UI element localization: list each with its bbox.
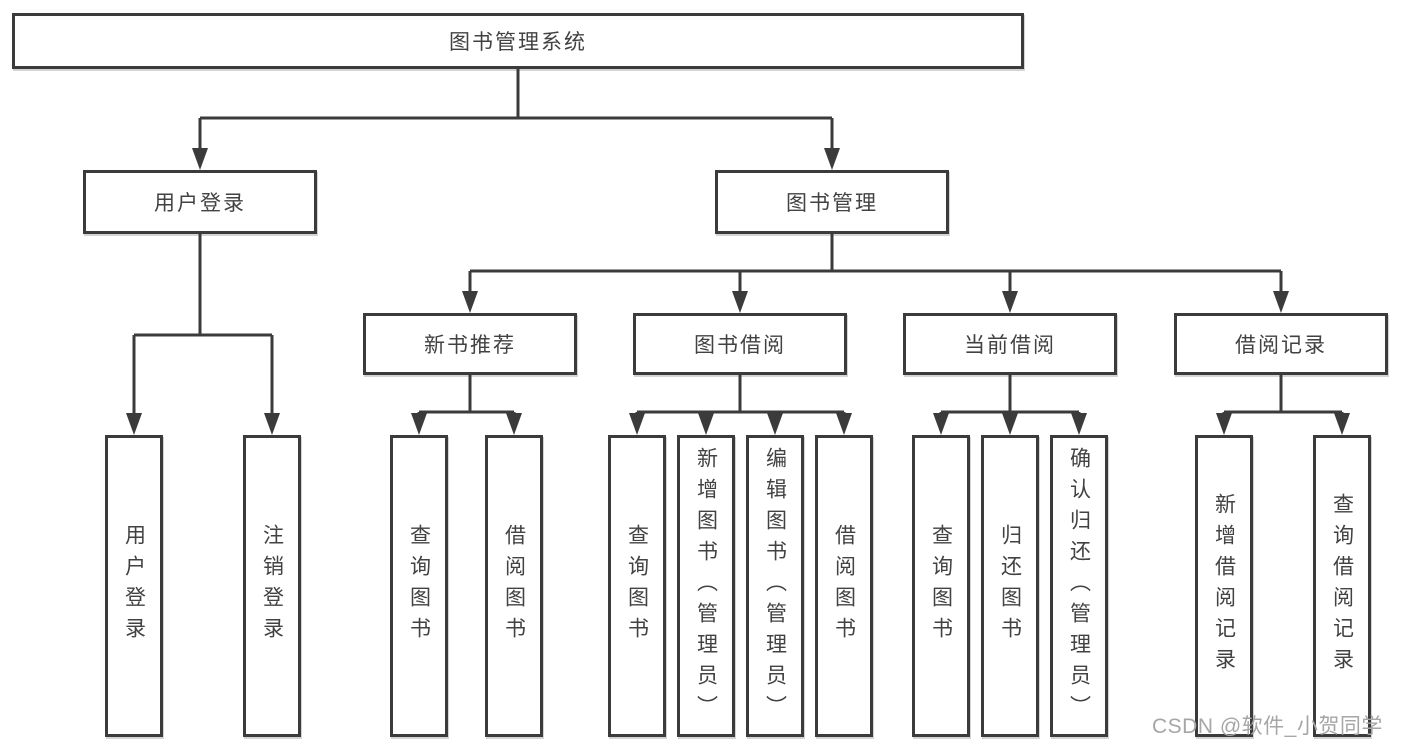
leaf-borrow-books-recommend: 借阅图书 (485, 435, 543, 737)
leaf-user-login: 用户登录 (105, 435, 163, 737)
arrow-down-icon (824, 148, 840, 170)
management-connector (468, 234, 1283, 293)
arrow-down-icon (411, 413, 427, 435)
leaf-confirm-return-admin: 确认归还（管理员） (1050, 435, 1108, 737)
current-connector (939, 375, 1081, 415)
recommend-connector (417, 375, 516, 415)
root-connector (198, 69, 834, 150)
node-borrow-records: 借阅记录 (1174, 313, 1388, 375)
leaf-return-book: 归还图书 (981, 435, 1039, 737)
arrow-down-icon (836, 413, 852, 435)
arrow-down-icon (192, 148, 208, 170)
record-connector (1222, 375, 1344, 415)
arrow-down-icon (1002, 413, 1018, 435)
arrow-down-icon (264, 413, 280, 435)
leaf-query-books-recommend: 查询图书 (390, 435, 448, 737)
leaf-query-books-borrow: 查询图书 (608, 435, 666, 737)
arrow-down-icon (1334, 413, 1350, 435)
leaf-edit-book-admin: 编辑图书（管理员） (746, 435, 804, 737)
arrow-down-icon (1002, 291, 1018, 313)
node-user-login-branch: 用户登录 (83, 170, 317, 234)
node-root-system: 图书管理系统 (12, 13, 1024, 69)
arrow-down-icon (698, 413, 714, 435)
arrow-down-icon (732, 291, 748, 313)
arrow-down-icon (933, 413, 949, 435)
arrow-down-icon (1071, 413, 1087, 435)
login-connector (132, 234, 274, 415)
node-new-book-recommend: 新书推荐 (363, 313, 577, 375)
node-current-borrow: 当前借阅 (903, 313, 1117, 375)
borrow-connector (635, 375, 846, 415)
watermark: CSDN @软件_小贺同学 (1152, 715, 1383, 738)
node-book-management-branch: 图书管理 (715, 170, 949, 234)
arrow-down-icon (126, 413, 142, 435)
arrow-down-icon (1216, 413, 1232, 435)
arrow-down-icon (767, 413, 783, 435)
arrow-down-icon (629, 413, 645, 435)
arrow-down-icon (1273, 291, 1289, 313)
arrow-down-icon (462, 291, 478, 313)
arrow-down-icon (506, 413, 522, 435)
leaf-logout: 注销登录 (243, 435, 301, 737)
leaf-add-borrow-record: 新增借阅记录 (1195, 435, 1253, 737)
leaf-query-books-current: 查询图书 (912, 435, 970, 737)
node-book-borrow: 图书借阅 (633, 313, 847, 375)
leaf-borrow-books: 借阅图书 (815, 435, 873, 737)
leaf-query-borrow-record: 查询借阅记录 (1313, 435, 1371, 737)
leaf-add-book-admin: 新增图书（管理员） (677, 435, 735, 737)
